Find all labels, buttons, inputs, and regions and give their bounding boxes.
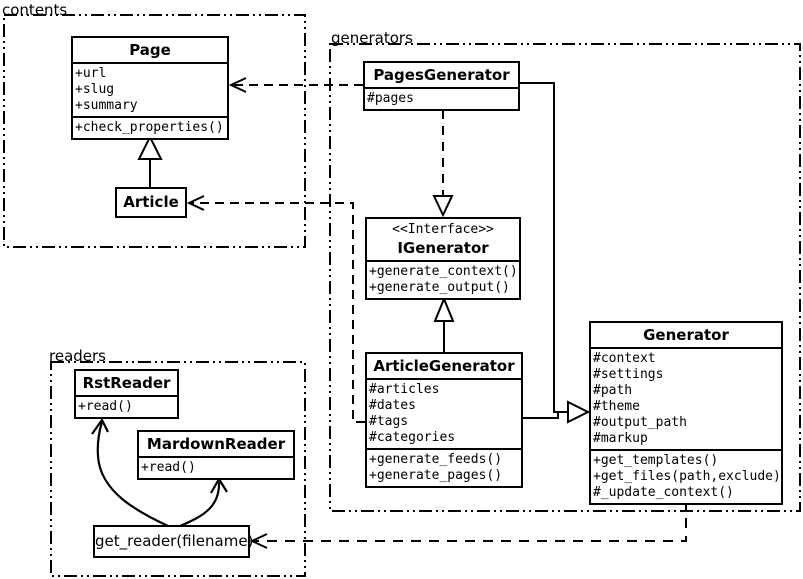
class-name-mardownreader: MardownReader xyxy=(146,435,286,453)
pagesgenerator-attributes: #pages xyxy=(365,87,518,109)
attribute: #context xyxy=(593,351,656,366)
articlegenerator-to-article-dependency-arrow xyxy=(186,195,365,423)
method: +get_templates() xyxy=(593,453,719,468)
class-box-article: Article xyxy=(115,187,187,218)
attribute: #output_path xyxy=(593,415,687,430)
pagesgenerator-to-page-dependency-arrow xyxy=(228,77,363,93)
dependency-line xyxy=(191,202,365,423)
dependency-line xyxy=(254,500,687,542)
attribute: #markup xyxy=(593,431,648,446)
class-box-pagesgenerator: PagesGenerator #pages xyxy=(363,61,520,111)
method: +generate_feeds() xyxy=(369,452,503,467)
method: +get_files(path,exclude) xyxy=(593,469,781,484)
class-box-igenerator: <<Interface>> IGenerator +generate_conte… xyxy=(365,217,521,300)
attribute: #path xyxy=(593,383,633,398)
hollow-triangle-icon xyxy=(137,134,163,160)
articlegenerator-methods: +generate_feeds() +generate_pages() xyxy=(367,448,521,486)
class-box-articlegenerator: ArticleGenerator #articles #dates #tags … xyxy=(365,352,523,488)
class-box-rstreader: RstReader +read() xyxy=(74,369,179,419)
mardownreader-methods: +read() xyxy=(139,456,293,478)
article-to-page-generalization-arrow xyxy=(137,134,163,188)
generalization-line-pagesgenerator xyxy=(520,82,568,413)
getreader-to-rstreader-arrow xyxy=(91,417,169,527)
rstreader-methods: +read() xyxy=(76,395,177,417)
hollow-triangle-icon xyxy=(432,195,454,218)
generator-attributes: #context #settings #path #theme #output_… xyxy=(591,347,781,449)
attribute: #pages xyxy=(367,91,414,106)
open-arrowhead-icon xyxy=(228,77,247,93)
attribute: #tags xyxy=(369,414,409,429)
attribute: #settings xyxy=(593,367,664,382)
hollow-triangle-icon xyxy=(567,400,591,424)
package-label-contents: contents xyxy=(2,1,68,19)
method: +read() xyxy=(78,399,133,414)
contents-package-border xyxy=(3,14,306,248)
class-box-page: Page +url +slug +summary +check_properti… xyxy=(71,36,229,140)
readers-package-border xyxy=(50,361,306,577)
class-name-generator: Generator xyxy=(643,326,729,344)
method: +generate_pages() xyxy=(369,468,503,483)
method: +generate_output() xyxy=(369,280,510,295)
page-methods: +check_properties() xyxy=(73,116,227,138)
attribute: +summary xyxy=(75,98,138,113)
package-label-readers: readers xyxy=(49,347,106,365)
getreader-to-mardownreader-arrow xyxy=(179,476,228,528)
articlegenerator-to-igenerator-generalization-arrow xyxy=(433,296,455,352)
attribute: +slug xyxy=(75,82,115,97)
class-name-page: Page xyxy=(129,41,171,59)
igenerator-stereotype: <<Interface>> xyxy=(392,222,494,237)
igenerator-methods: +generate_context() +generate_output() xyxy=(367,260,519,298)
pagesgenerator-to-igenerator-realization-arrow xyxy=(432,110,454,218)
class-name-pagesgenerator: PagesGenerator xyxy=(373,66,510,84)
curved-line xyxy=(96,421,169,527)
class-box-generator: Generator #context #settings #path #them… xyxy=(589,321,783,505)
generators-package-border xyxy=(329,43,801,512)
generalization-line-articlegenerator xyxy=(523,411,559,419)
generators-to-generator-generalization-arrow xyxy=(520,82,591,424)
get-reader-box: get_reader(filename) xyxy=(93,525,253,558)
method: +generate_context() xyxy=(369,264,518,279)
generator-methods: +get_templates() +get_files(path,exclude… xyxy=(591,449,781,503)
class-name-igenerator: IGenerator xyxy=(397,239,489,257)
class-name-articlegenerator: ArticleGenerator xyxy=(373,357,515,375)
attribute: #articles xyxy=(369,382,440,397)
method: #_update_context() xyxy=(593,485,734,500)
attribute: +url xyxy=(75,66,107,81)
attribute: #theme xyxy=(593,399,640,414)
class-box-mardownreader: MardownReader +read() xyxy=(137,430,295,480)
open-arrowhead-icon xyxy=(186,195,205,211)
class-name-article: Article xyxy=(123,193,179,211)
package-label-generators: generators xyxy=(331,29,413,47)
curved-line xyxy=(179,481,221,528)
generator-to-getreader-dependency-arrow xyxy=(249,500,687,549)
class-name-rstreader: RstReader xyxy=(82,374,171,392)
open-arrowhead-icon xyxy=(249,533,268,549)
hollow-triangle-icon xyxy=(433,296,455,322)
articlegenerator-attributes: #articles #dates #tags #categories xyxy=(367,378,521,448)
attribute: #dates xyxy=(369,398,416,413)
method: +read() xyxy=(141,460,196,475)
open-arrowhead-icon xyxy=(91,417,109,435)
attribute: #categories xyxy=(369,430,456,445)
method: +check_properties() xyxy=(75,120,224,135)
page-attributes: +url +slug +summary xyxy=(73,62,227,116)
